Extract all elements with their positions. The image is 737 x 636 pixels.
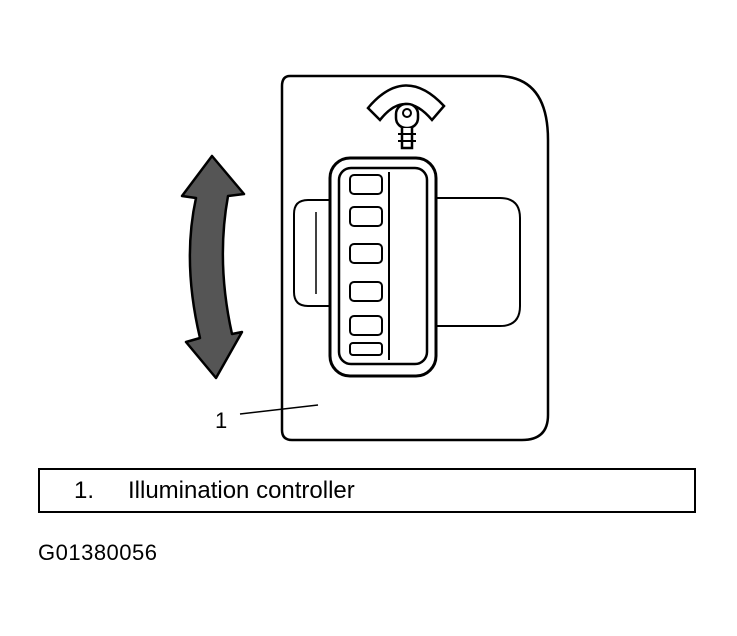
right-cover-lobe — [432, 197, 521, 327]
legend-box: 1. Illumination controller — [38, 468, 696, 513]
thumbwheel-rib — [349, 174, 383, 195]
figure-code: G01380056 — [38, 540, 158, 565]
legend-item-label: Illumination controller — [128, 476, 355, 504]
left-cover-lobe — [293, 199, 332, 307]
thumbwheel-rib — [349, 243, 383, 264]
thumbwheel-rib — [349, 206, 383, 227]
thumbwheel-rib — [349, 315, 383, 336]
rotation-arrow[interactable] — [180, 154, 246, 380]
thumbwheel-ribs — [349, 174, 383, 356]
thumbwheel-rib — [349, 281, 383, 302]
thumbwheel-rib — [349, 342, 383, 356]
callout-number: 1 — [215, 408, 227, 433]
illumination-symbol-icon — [366, 84, 446, 150]
legend-item-number: 1. — [74, 476, 95, 504]
callout-leader-line — [239, 404, 319, 415]
illumination-controller-diagram: 1 — [180, 74, 550, 442]
